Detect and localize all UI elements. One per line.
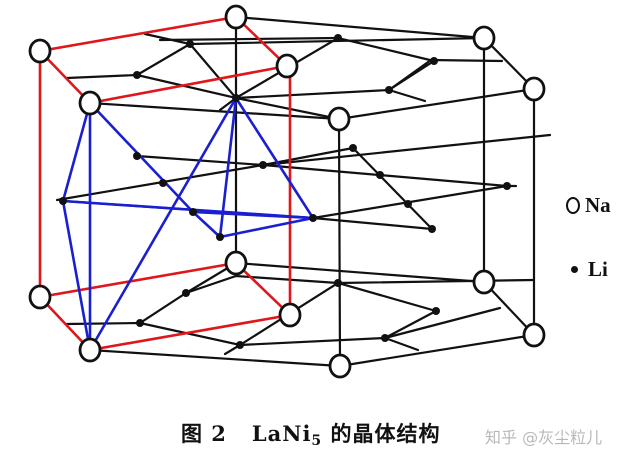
legend-item-na: Na [566, 190, 611, 220]
filled-dot-icon [571, 265, 578, 273]
legend-label-li: Li [588, 256, 608, 281]
watermark: 知乎 @灰尘粒儿 [485, 428, 603, 447]
caption-suffix: 的晶体结构 [330, 421, 441, 446]
na-atoms [28, 4, 546, 379]
caption-formula: LaNi5 [251, 421, 323, 449]
legend-label-na: Na [585, 192, 611, 217]
formula-subscript: 5 [311, 433, 323, 449]
open-circle-icon [566, 196, 580, 214]
caption-prefix: 图 2 [181, 421, 227, 446]
formula-main: LaNi [251, 421, 312, 446]
figure-caption: 图 2 LaNi5 的晶体结构 [181, 418, 440, 449]
middle-layer-bonds [55, 133, 552, 231]
legend: Na Li [566, 190, 611, 318]
blue-tetrahedra [61, 96, 315, 352]
li-atoms [59, 34, 511, 349]
legend-item-li: Li [566, 254, 611, 284]
